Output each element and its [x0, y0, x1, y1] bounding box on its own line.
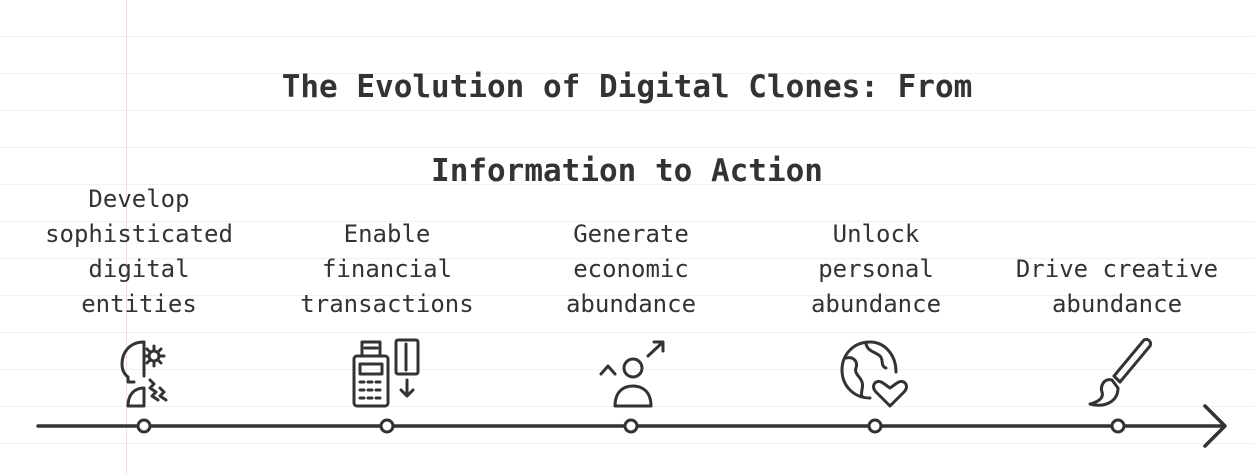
step-3-line-1: Generate: [573, 220, 689, 248]
step-1-line-1: Develop: [88, 185, 190, 213]
step-4-line-1: Unlock: [832, 220, 920, 248]
step-5-line-2: abundance: [1051, 290, 1183, 318]
step-2-line-1: Enable: [343, 220, 431, 248]
globe-heart-icon: [836, 334, 916, 414]
person-growth-icon: [593, 334, 673, 414]
step-label-2: Enable financial transactions: [282, 217, 492, 322]
step-2-line-3: transactions: [300, 290, 474, 318]
step-1-line-4: entities: [81, 290, 197, 318]
step-label-5: Drive creative abundance: [1012, 252, 1222, 322]
step-5-line-1: Drive creative: [1015, 255, 1219, 283]
title-line-2: Information to Action: [431, 153, 823, 189]
timeline-node-5: [1110, 418, 1126, 434]
title-line-1: The Evolution of Digital Clones: From: [281, 69, 973, 105]
diagram-title: The Evolution of Digital Clones: From In…: [0, 24, 1254, 234]
step-label-1: Develop sophisticated digital entities: [34, 182, 244, 322]
margin-line: [126, 0, 127, 475]
paintbrush-icon: [1080, 334, 1160, 414]
step-3-line-3: abundance: [565, 290, 697, 318]
timeline-node-2: [379, 418, 395, 434]
step-label-4: Unlock personal abundance: [771, 217, 981, 322]
head-gear-icon: [104, 334, 184, 414]
step-1-line-3: digital: [88, 255, 190, 283]
pos-terminal-card-icon: [350, 334, 430, 414]
timeline-node-1: [136, 418, 152, 434]
timeline-node-3: [623, 418, 639, 434]
timeline-arrowhead: [1203, 404, 1227, 448]
step-4-line-2: personal: [818, 255, 934, 283]
step-4-line-3: abundance: [810, 290, 942, 318]
step-2-line-2: financial: [321, 255, 453, 283]
step-3-line-2: economic: [573, 255, 689, 283]
step-1-line-2: sophisticated: [45, 220, 233, 248]
timeline-node-4: [867, 418, 883, 434]
step-label-3: Generate economic abundance: [526, 217, 736, 322]
